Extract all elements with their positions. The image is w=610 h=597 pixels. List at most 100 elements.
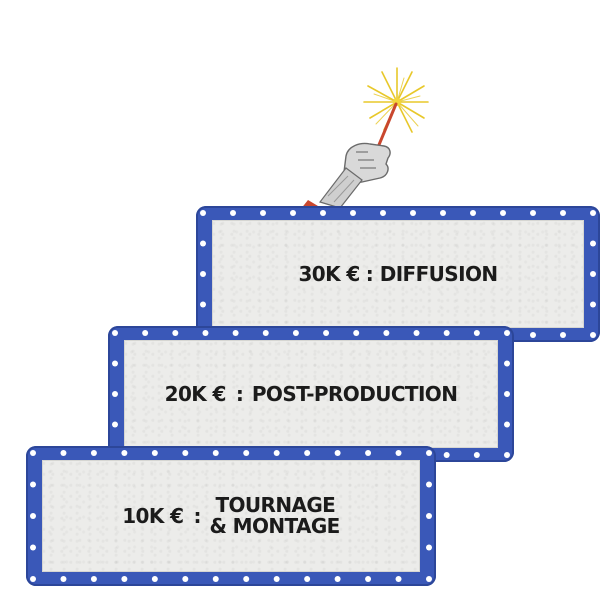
tier-separator: : — [235, 382, 244, 406]
tier-panel-top: 30K € : DIFFUSION — [212, 220, 584, 328]
marquee-bulb — [426, 544, 432, 551]
marquee-bulb — [426, 576, 432, 582]
tier-amount: 30K € — [298, 262, 360, 286]
marquee-bulb — [410, 210, 416, 216]
marquee-bulb — [320, 210, 326, 216]
marquee-bulb — [365, 576, 372, 582]
marquee-bulb — [504, 330, 510, 336]
tier-panel-bottom: 10K € : TOURNAGE & MONTAGE — [42, 460, 420, 572]
marquee-bulb — [273, 450, 280, 456]
marquee-bulb — [30, 481, 36, 488]
marquee-bulb — [200, 210, 206, 216]
tier-title: POST-PRODUCTION — [251, 382, 458, 406]
tier-label-middle: 20K € : POST-PRODUCTION — [165, 382, 458, 406]
marquee-bulb — [334, 450, 341, 456]
tier-label-bottom: 10K € : TOURNAGE & MONTAGE — [122, 495, 340, 537]
marquee-bulb — [590, 240, 596, 247]
marquee-bulb — [590, 301, 596, 308]
tier-label-top: 30K € : DIFFUSION — [298, 262, 498, 286]
marquee-bulb — [590, 210, 596, 216]
marquee-bulb — [151, 450, 158, 456]
marquee-bulb — [142, 330, 149, 336]
marquee-bulb — [590, 271, 596, 277]
marquee-bulb — [182, 450, 189, 456]
marquee-bulb — [504, 421, 510, 428]
marquee-bulb — [30, 513, 36, 519]
tier-panel-middle: 20K € : POST-PRODUCTION — [124, 340, 498, 448]
marquee-bulb — [473, 452, 480, 458]
marquee-bulb — [60, 450, 67, 456]
marquee-bulb — [172, 330, 179, 336]
marquee-bulb — [212, 450, 219, 456]
marquee-bulb — [304, 450, 311, 456]
marquee-bulb — [90, 450, 97, 456]
marquee-bulb — [383, 330, 390, 336]
marquee-bulb — [182, 576, 189, 582]
marquee-bulb — [504, 452, 510, 458]
marquee-bulb — [200, 271, 206, 277]
marquee-bulb — [112, 330, 118, 336]
marquee-bulb — [426, 513, 432, 519]
marquee-bulb — [30, 544, 36, 551]
marquee-bulb — [470, 210, 476, 216]
marquee-bulb — [243, 450, 250, 456]
marquee-bulb — [121, 450, 128, 456]
marquee-bulb — [230, 210, 236, 216]
marquee-bulb — [273, 576, 280, 582]
marquee-bulb — [530, 210, 536, 216]
marquee-bulb — [560, 210, 566, 216]
marquee-bulb — [200, 301, 206, 308]
marquee-bulb — [365, 450, 372, 456]
marquee-bulb — [112, 391, 118, 397]
marquee-bulb — [90, 576, 97, 582]
marquee-bulb — [443, 452, 450, 458]
marquee-bulb — [292, 330, 299, 336]
tier-separator: : — [193, 504, 202, 528]
tier-title-line2: & MONTAGE — [209, 514, 340, 538]
marquee-bulb — [202, 330, 209, 336]
marquee-bulb — [395, 576, 402, 582]
marquee-bulb — [440, 210, 446, 216]
marquee-bulb — [262, 330, 269, 336]
marquee-bulb — [243, 576, 250, 582]
marquee-bulb — [121, 576, 128, 582]
marquee-bulb — [334, 576, 341, 582]
marquee-bulb — [112, 360, 118, 367]
marquee-bulb — [350, 210, 356, 216]
marquee-bulb — [353, 330, 360, 336]
marquee-bulb — [151, 576, 158, 582]
tier-title: DIFFUSION — [379, 262, 498, 286]
marquee-bulb — [380, 210, 386, 216]
marquee-bulb — [212, 576, 219, 582]
marquee-bulb — [504, 360, 510, 367]
marquee-bulb — [260, 210, 266, 216]
marquee-bulb — [112, 421, 118, 428]
marquee-bulb — [473, 330, 480, 336]
marquee-bulb — [200, 240, 206, 247]
marquee-bulb — [395, 450, 402, 456]
marquee-bulb — [590, 332, 596, 338]
marquee-bulb — [426, 481, 432, 488]
marquee-bulb — [304, 576, 311, 582]
tier-title-line1: TOURNAGE — [215, 493, 336, 517]
marquee-bulb — [30, 576, 36, 582]
tier-board-top: 30K € : DIFFUSION — [196, 206, 600, 342]
tier-amount: 10K € — [122, 504, 184, 528]
marquee-bulb — [413, 330, 420, 336]
marquee-bulb — [443, 330, 450, 336]
marquee-bulb — [323, 330, 330, 336]
marquee-bulb — [560, 332, 566, 338]
tier-amount: 20K € — [164, 382, 227, 406]
marquee-bulb — [500, 210, 506, 216]
marquee-bulb — [504, 391, 510, 397]
marquee-bulb — [232, 330, 239, 336]
hand-with-sparkler-icon — [300, 67, 429, 210]
marquee-bulb — [30, 450, 36, 456]
marquee-bulb — [60, 576, 67, 582]
tier-title-stack: TOURNAGE & MONTAGE — [209, 493, 340, 538]
marquee-bulb — [530, 332, 536, 338]
tier-board-bottom: 10K € : TOURNAGE & MONTAGE — [26, 446, 436, 586]
tier-board-middle: 20K € : POST-PRODUCTION — [108, 326, 514, 462]
tier-separator: : — [365, 262, 374, 286]
